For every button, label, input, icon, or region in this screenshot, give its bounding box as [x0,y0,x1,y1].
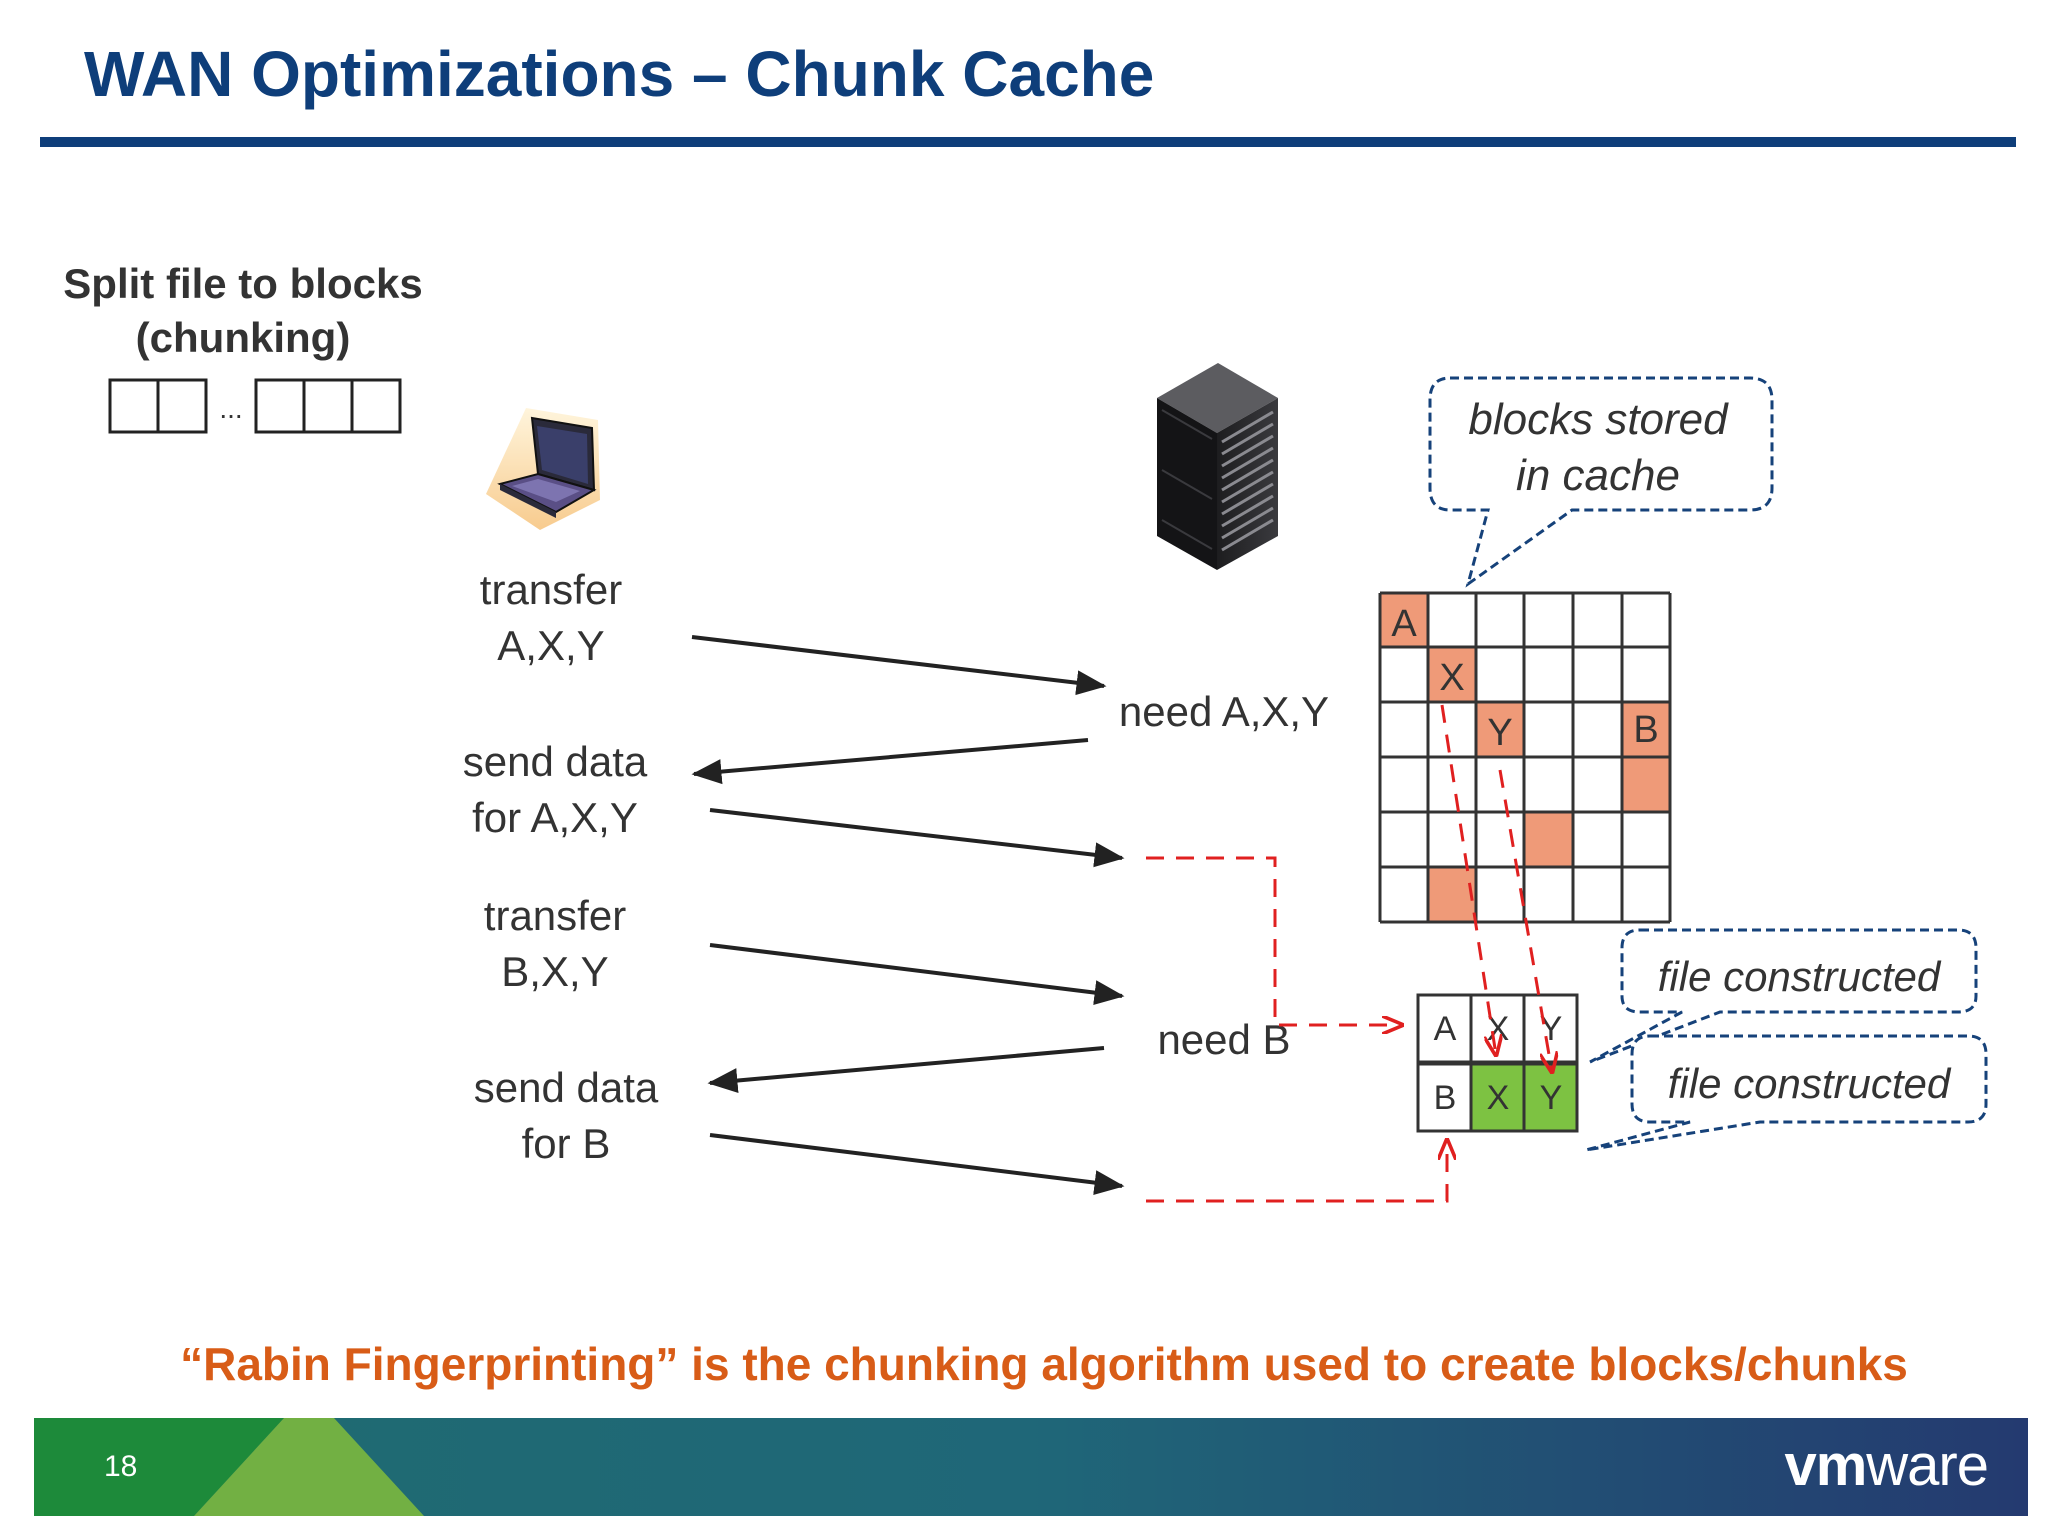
file2-cell: B [1434,1079,1457,1117]
transfer-axy-label: A,X,Y [497,622,604,669]
cache-label-a: A [1391,603,1417,645]
logo-ware: ware [1866,1433,1989,1498]
send-axy-label: for A,X,Y [472,794,638,841]
file-blocks [108,378,402,434]
cache-grid: A X Y B [1378,591,1672,924]
server-rack-icon [1157,363,1278,570]
file-block [156,378,208,434]
cached-block [1524,812,1573,867]
file-block [108,378,160,434]
arrow-transfer-bxy [709,943,1125,1006]
logo-vm: vm [1784,1433,1867,1498]
need-b-label: need B [1157,1016,1290,1063]
subtitle-line-1: Split file to blocks [63,260,422,307]
arrow-send-b [709,1133,1125,1196]
need-axy-label: need A,X,Y [1119,688,1329,735]
arrow-send-axy [709,808,1125,868]
constructed-file-1: A X Y [1416,993,1579,1064]
cached-block-b [1622,702,1670,757]
slide-number: 18 [104,1450,138,1483]
subtitle-line-2: (chunking) [136,314,351,361]
flow-b-to-file2 [1146,1140,1447,1203]
cached-block [1428,867,1476,922]
callout-file-constructed-1-text: file constructed [1658,953,1942,1000]
cached-block-x [1428,647,1476,702]
file1-cell: A [1434,1010,1457,1048]
page-title: WAN Optimizations – Chunk Cache [84,38,1155,110]
blocks-ellipsis: ... [219,393,242,424]
laptop-icon [486,408,600,530]
file2-cell: X [1487,1079,1510,1117]
callout-blocks-stored-line-1: blocks stored [1468,395,1729,444]
callout-blocks-stored: blocks stored in cache [1428,376,1774,588]
callout-blocks-stored-line-2: in cache [1516,451,1680,500]
vmware-logo: vmware [1784,1433,1989,1498]
callout-file-constructed-1: file constructed [1589,928,1978,1064]
transfer-bxy-label: B,X,Y [501,948,608,995]
send-b-label: send data [474,1064,659,1111]
title-rule [40,137,2016,147]
transfer-axy-label: transfer [480,566,622,613]
cached-block [1622,757,1670,812]
constructed-file-2: B X Y [1416,1062,1579,1133]
footer-note: “Rabin Fingerprinting” is the chunking a… [180,1338,1908,1390]
flow-cache-y [1498,769,1552,1072]
send-b-label: for B [522,1120,611,1167]
arrow-need-b [707,1046,1105,1094]
footer-background [34,1418,2028,1516]
cache-label-b: B [1633,709,1658,751]
cache-label-y: Y [1487,712,1512,754]
file-block [302,378,354,434]
file-block [350,378,402,434]
flow-axy-to-file1 [1146,856,1402,1025]
arrow-transfer-axy [691,635,1107,696]
transfer-bxy-label: transfer [484,892,626,939]
arrow-need-axy [691,738,1089,785]
file2-cell: Y [1540,1079,1563,1117]
callout-file-constructed-2: file constructed [1585,1034,1988,1152]
file-block [254,378,306,434]
cache-label-x: X [1439,657,1464,699]
send-axy-label: send data [463,738,648,785]
cached-block-y [1476,702,1524,757]
callout-file-constructed-2-text: file constructed [1668,1060,1952,1107]
cached-block-a [1380,593,1428,647]
footer-bar: 18 vmware [34,1418,2028,1516]
